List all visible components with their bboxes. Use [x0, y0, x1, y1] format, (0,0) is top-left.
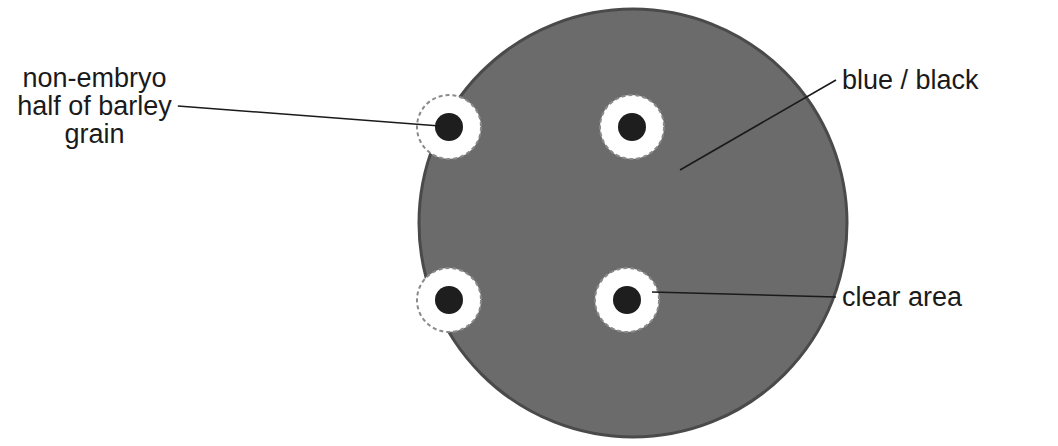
part-label: non-embryo half of barley grain	[2, 64, 187, 148]
grain-group	[417, 95, 664, 332]
barley-grain	[613, 286, 641, 314]
zone-label: clear area	[842, 283, 1042, 311]
barley-grain	[435, 113, 463, 141]
leader-line	[178, 106, 440, 126]
leader-lines	[178, 80, 836, 297]
barley-grain	[435, 286, 463, 314]
clear-zone	[595, 268, 659, 332]
clear-zone	[417, 268, 481, 332]
clear-zone	[417, 95, 481, 159]
leader-line	[680, 80, 836, 170]
leader-line	[652, 292, 836, 297]
stain-label: blue / black	[842, 66, 1042, 94]
barley-grain	[618, 113, 646, 141]
agar-plate	[419, 9, 847, 437]
clear-zone	[600, 95, 664, 159]
